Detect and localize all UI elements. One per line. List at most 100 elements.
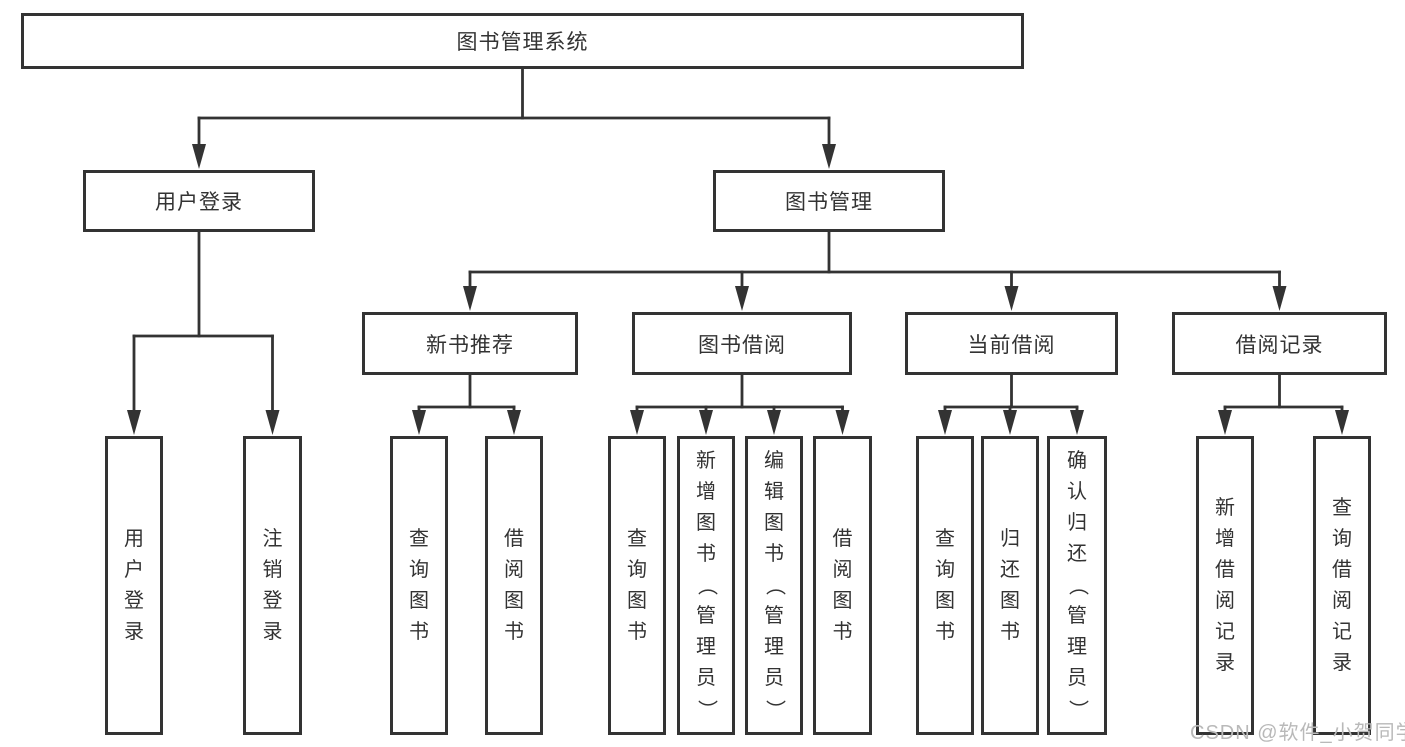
node-query-book-3: 查询图书	[916, 436, 974, 735]
node-label-char: 书	[935, 620, 955, 643]
node-label-char: 询	[1332, 527, 1352, 550]
node-book-borrow: 图书借阅	[632, 312, 852, 375]
node-label-char: 查	[409, 527, 429, 550]
node-label: 图书借阅	[698, 333, 786, 357]
node-label-char: 图	[764, 512, 784, 534]
node-label-char: 借	[504, 527, 524, 550]
node-label-char: ）	[1066, 699, 1089, 720]
node-label-char: 增	[1215, 527, 1235, 550]
node-label-char: 还	[1067, 543, 1087, 565]
node-logout-leaf: 注销登录	[243, 436, 302, 735]
node-borrow-book-2: 借阅图书	[813, 436, 872, 735]
node-label-char: （	[695, 575, 718, 596]
node-label-char: 查	[1332, 496, 1352, 519]
node-return-book: 归还图书	[981, 436, 1039, 735]
node-label: 用户登录	[155, 191, 243, 214]
node-query-book-1: 查询图书	[390, 436, 448, 735]
node-label-char: 图	[832, 589, 853, 612]
arrowhead-icon	[1272, 286, 1287, 311]
node-label-char: 注	[262, 527, 283, 550]
node-new-book-recommend: 新书推荐	[362, 312, 578, 375]
node-label-char: 图	[935, 589, 955, 612]
node-label: 新书推荐	[426, 333, 514, 357]
node-label-char: 登	[262, 589, 283, 612]
node-label-char: 记	[1215, 620, 1235, 643]
node-label-char: 阅	[504, 558, 524, 581]
node-user-login-leaf: 用户登录	[105, 436, 163, 735]
node-label-char: 录	[262, 620, 283, 643]
arrowhead-icon	[767, 410, 781, 435]
node-label-char: 书	[764, 543, 784, 565]
node-label-char: 员	[764, 667, 784, 689]
node-label-char: 登	[124, 589, 144, 612]
node-label-char: 书	[696, 543, 716, 565]
node-borrow-records: 借阅记录	[1172, 312, 1387, 375]
node-label: 当前借阅	[967, 333, 1056, 357]
node-label-char: 理	[1067, 636, 1087, 658]
node-label-char: 书	[627, 620, 647, 643]
node-label-char: 管	[1067, 605, 1087, 627]
node-label-char: 归	[1000, 527, 1020, 550]
node-label-char: 书	[1000, 620, 1020, 643]
node-label-char: 借	[1332, 558, 1352, 581]
node-query-book-2: 查询图书	[608, 436, 666, 735]
node-label-char: 询	[409, 558, 429, 581]
arrowhead-icon	[192, 144, 206, 169]
node-label-char: 归	[1067, 512, 1087, 534]
node-label-char: 确	[1067, 450, 1087, 472]
arrowhead-icon	[1004, 286, 1019, 311]
node-confirm-return-admin: 确认归还 （ 管理员 ）	[1047, 436, 1107, 735]
arrowhead-icon	[630, 410, 644, 435]
node-user-login-module: 用户登录	[83, 170, 315, 232]
node-label-char: 理	[764, 636, 784, 658]
node-label-char: 录	[1332, 651, 1352, 674]
node-label-char: 图	[504, 589, 524, 612]
node-label-char: 记	[1332, 620, 1352, 643]
node-label-char: 销	[262, 558, 283, 581]
node-label: 借阅记录	[1235, 333, 1324, 357]
node-label-char: 理	[696, 636, 716, 658]
node-label-char: 录	[124, 620, 144, 643]
node-label-char: 阅	[1332, 589, 1352, 612]
arrowhead-icon	[1335, 410, 1349, 435]
arrowhead-icon	[463, 286, 477, 311]
node-label-char: 阅	[1215, 589, 1235, 612]
node-label-char: ）	[763, 699, 786, 720]
arrowhead-icon	[699, 410, 713, 435]
node-label-char: 图	[409, 589, 429, 612]
node-label-char: 户	[124, 558, 144, 581]
node-label-char: 询	[627, 558, 647, 581]
arrowhead-icon	[265, 410, 280, 435]
node-label-char: 书	[409, 620, 429, 643]
watermark-text: CSDN @软件_小贺同学	[1190, 722, 1405, 744]
node-label-char: （	[1066, 575, 1089, 596]
node-label-char: 辑	[764, 481, 784, 503]
node-label-char: 管	[696, 605, 716, 627]
node-label-char: 认	[1067, 481, 1087, 503]
arrowhead-icon	[1070, 410, 1084, 435]
node-label-char: 用	[124, 527, 144, 550]
node-label-char: 录	[1215, 651, 1235, 674]
node-label-char: 借	[832, 527, 853, 550]
arrowhead-icon	[1218, 410, 1232, 435]
node-label-char: 新	[1215, 496, 1235, 519]
node-label-char: 员	[1067, 667, 1087, 689]
node-label-char: 图	[1000, 589, 1020, 612]
node-query-borrow-record: 查询借阅记录	[1313, 436, 1371, 735]
arrowhead-icon	[127, 410, 141, 435]
node-label: 图书管理系统	[456, 31, 589, 54]
node-label: 图书管理	[785, 191, 873, 214]
arrowhead-icon	[835, 410, 850, 435]
node-label-char: 书	[832, 620, 853, 643]
node-label-char: 查	[935, 527, 955, 550]
arrowhead-icon	[822, 144, 836, 169]
node-label-char: 管	[764, 605, 784, 627]
node-label-char: 借	[1215, 558, 1235, 581]
node-borrow-book-1: 借阅图书	[485, 436, 543, 735]
node-book-management-module: 图书管理	[713, 170, 945, 232]
node-label-char: ）	[695, 699, 718, 720]
node-add-book-admin: 新增图书（管理员）	[677, 436, 735, 735]
node-label-char: 查	[627, 527, 647, 550]
